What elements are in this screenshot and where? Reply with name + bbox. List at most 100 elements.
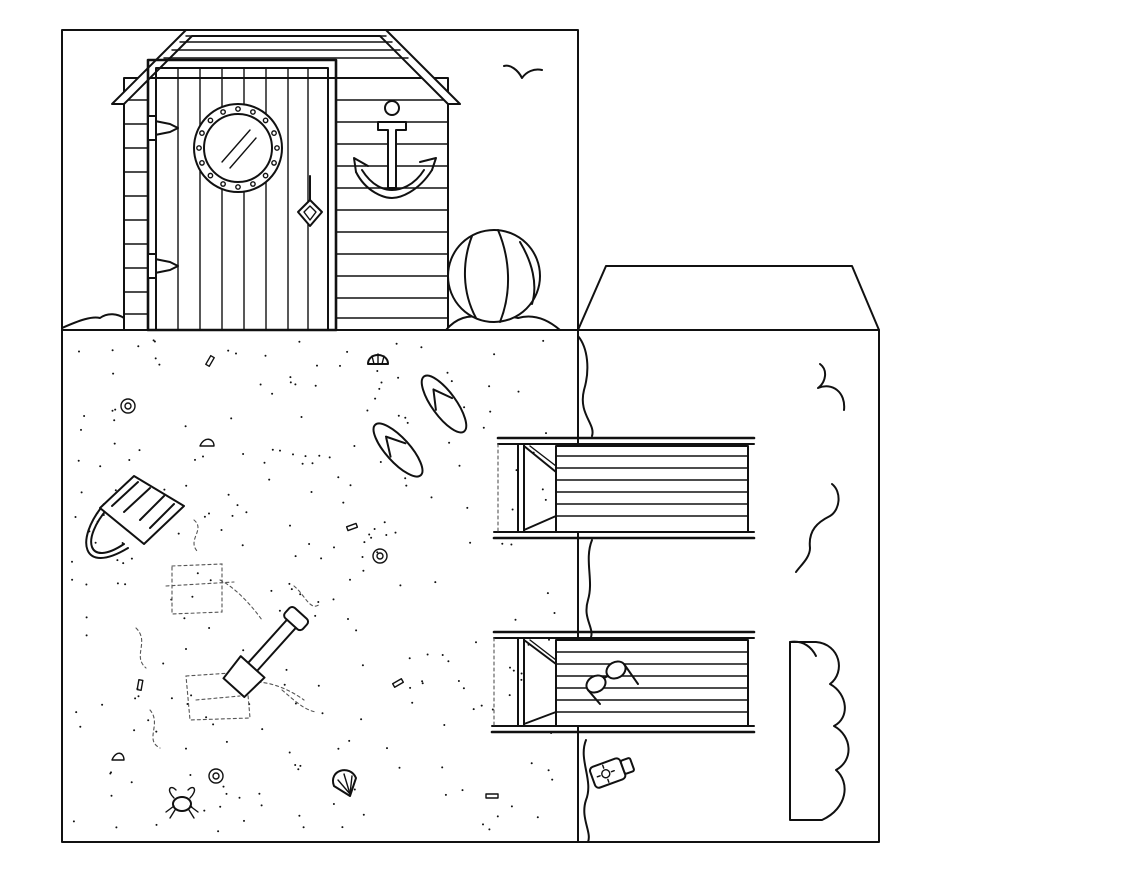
- sand-speckle: [332, 803, 335, 805]
- sand-speckle: [85, 583, 88, 586]
- sand-speckle: [520, 678, 523, 681]
- sand-speckle: [264, 354, 267, 357]
- sand-speckle: [290, 588, 293, 591]
- sand-speckle: [380, 381, 383, 384]
- hut-door[interactable]: [156, 68, 328, 330]
- sand-speckle: [242, 453, 245, 455]
- sand-speckle: [395, 342, 398, 345]
- sand-speckle: [235, 352, 237, 355]
- sand-speckle: [551, 778, 554, 781]
- sand-speckle: [208, 627, 211, 629]
- sand-speckle: [94, 541, 97, 544]
- sand-speckle: [285, 668, 288, 671]
- sand-speckle: [238, 796, 241, 799]
- sand-speckle: [302, 826, 305, 829]
- sand-speckle: [220, 529, 223, 531]
- sand-speckle: [489, 410, 492, 413]
- sand-speckle: [124, 583, 127, 586]
- sand-speckle: [310, 491, 313, 493]
- sand-speckle: [469, 541, 472, 544]
- sand-speckle: [134, 697, 137, 700]
- sand-speckle: [217, 830, 220, 833]
- sand-speckle: [462, 687, 465, 690]
- sand-speckle: [113, 419, 116, 422]
- sand-speckle: [337, 476, 340, 479]
- bucket-icon: [86, 476, 184, 558]
- sand-speckle: [78, 350, 80, 353]
- sand-speckle: [202, 455, 204, 458]
- beach-ball: [448, 230, 540, 322]
- sand-speckle: [116, 582, 119, 585]
- sand-speckle: [190, 694, 193, 697]
- sand-speckle: [185, 747, 187, 750]
- sand-speckle: [333, 546, 335, 549]
- sand-speckle: [368, 533, 371, 536]
- sand-speckle: [185, 648, 187, 650]
- sand-speckle: [360, 718, 363, 721]
- hut-body: [124, 78, 448, 330]
- sand-speckle: [301, 462, 304, 465]
- pebble-icon: [137, 356, 498, 798]
- sand-speckle: [225, 740, 228, 743]
- sand-speckle: [261, 728, 264, 731]
- sand-speckle: [441, 654, 444, 656]
- sand-speckle: [376, 551, 379, 554]
- sand-speckle: [231, 514, 234, 517]
- sand-speckle: [496, 815, 499, 818]
- sand-speckle: [75, 711, 78, 714]
- sand-speckle: [279, 449, 281, 452]
- sand-speckle: [374, 397, 377, 400]
- sand-speckle: [520, 672, 523, 675]
- sand-speckle: [411, 701, 414, 704]
- porthole-rivet: [208, 173, 212, 177]
- sand-speckle: [147, 719, 150, 722]
- sand-speckle: [99, 465, 102, 468]
- sand-speckle: [421, 682, 424, 685]
- sand-speckle: [298, 340, 301, 343]
- sand-speckle: [162, 662, 165, 665]
- sand-speckle: [110, 794, 113, 797]
- sand-speckle: [308, 543, 311, 545]
- sand-speckle: [420, 346, 423, 349]
- sand-speckle: [447, 660, 450, 663]
- door-handle-icon: [298, 176, 322, 226]
- sandcastle-sketch: [136, 520, 320, 748]
- sand-speckle: [212, 723, 215, 726]
- sand-speckle: [222, 785, 225, 788]
- porthole-rivet: [263, 118, 267, 122]
- sand-speckle: [321, 712, 324, 715]
- sand-speckle: [443, 724, 446, 726]
- sand-speckle: [409, 686, 412, 689]
- sand-speckle: [294, 764, 297, 766]
- sand-speckle: [320, 557, 323, 560]
- porthole-window: [194, 104, 282, 192]
- sand-speckle: [208, 512, 210, 515]
- sand-speckle: [154, 357, 157, 360]
- sand-speckle: [547, 769, 550, 772]
- sand-speckle: [109, 772, 112, 775]
- sand-speckle: [79, 725, 82, 728]
- sand-speckle: [289, 381, 292, 384]
- sand-speckle: [446, 371, 449, 374]
- sand-speckle: [191, 595, 194, 598]
- sand-speckle: [441, 766, 444, 769]
- sand-speckle: [509, 666, 511, 669]
- sand-speckle: [260, 804, 263, 807]
- sand-speckle: [379, 461, 382, 463]
- porthole-rivet: [272, 131, 276, 135]
- sand-speckle: [304, 455, 307, 458]
- sand-speckle: [510, 805, 513, 808]
- sand-speckle: [342, 501, 345, 504]
- sand-speckle: [170, 697, 173, 700]
- floor-panel: [62, 330, 578, 842]
- sand-speckle: [155, 730, 158, 733]
- sand-speckle: [130, 781, 133, 784]
- sand-speckle: [508, 694, 511, 697]
- sand-speckle: [311, 462, 314, 465]
- sand-speckle: [294, 383, 297, 386]
- sand-speckle: [545, 432, 547, 435]
- sand-speckle: [404, 477, 407, 480]
- sand-speckle: [512, 669, 515, 672]
- sand-speckle: [510, 543, 513, 546]
- sand-speckle: [353, 445, 356, 447]
